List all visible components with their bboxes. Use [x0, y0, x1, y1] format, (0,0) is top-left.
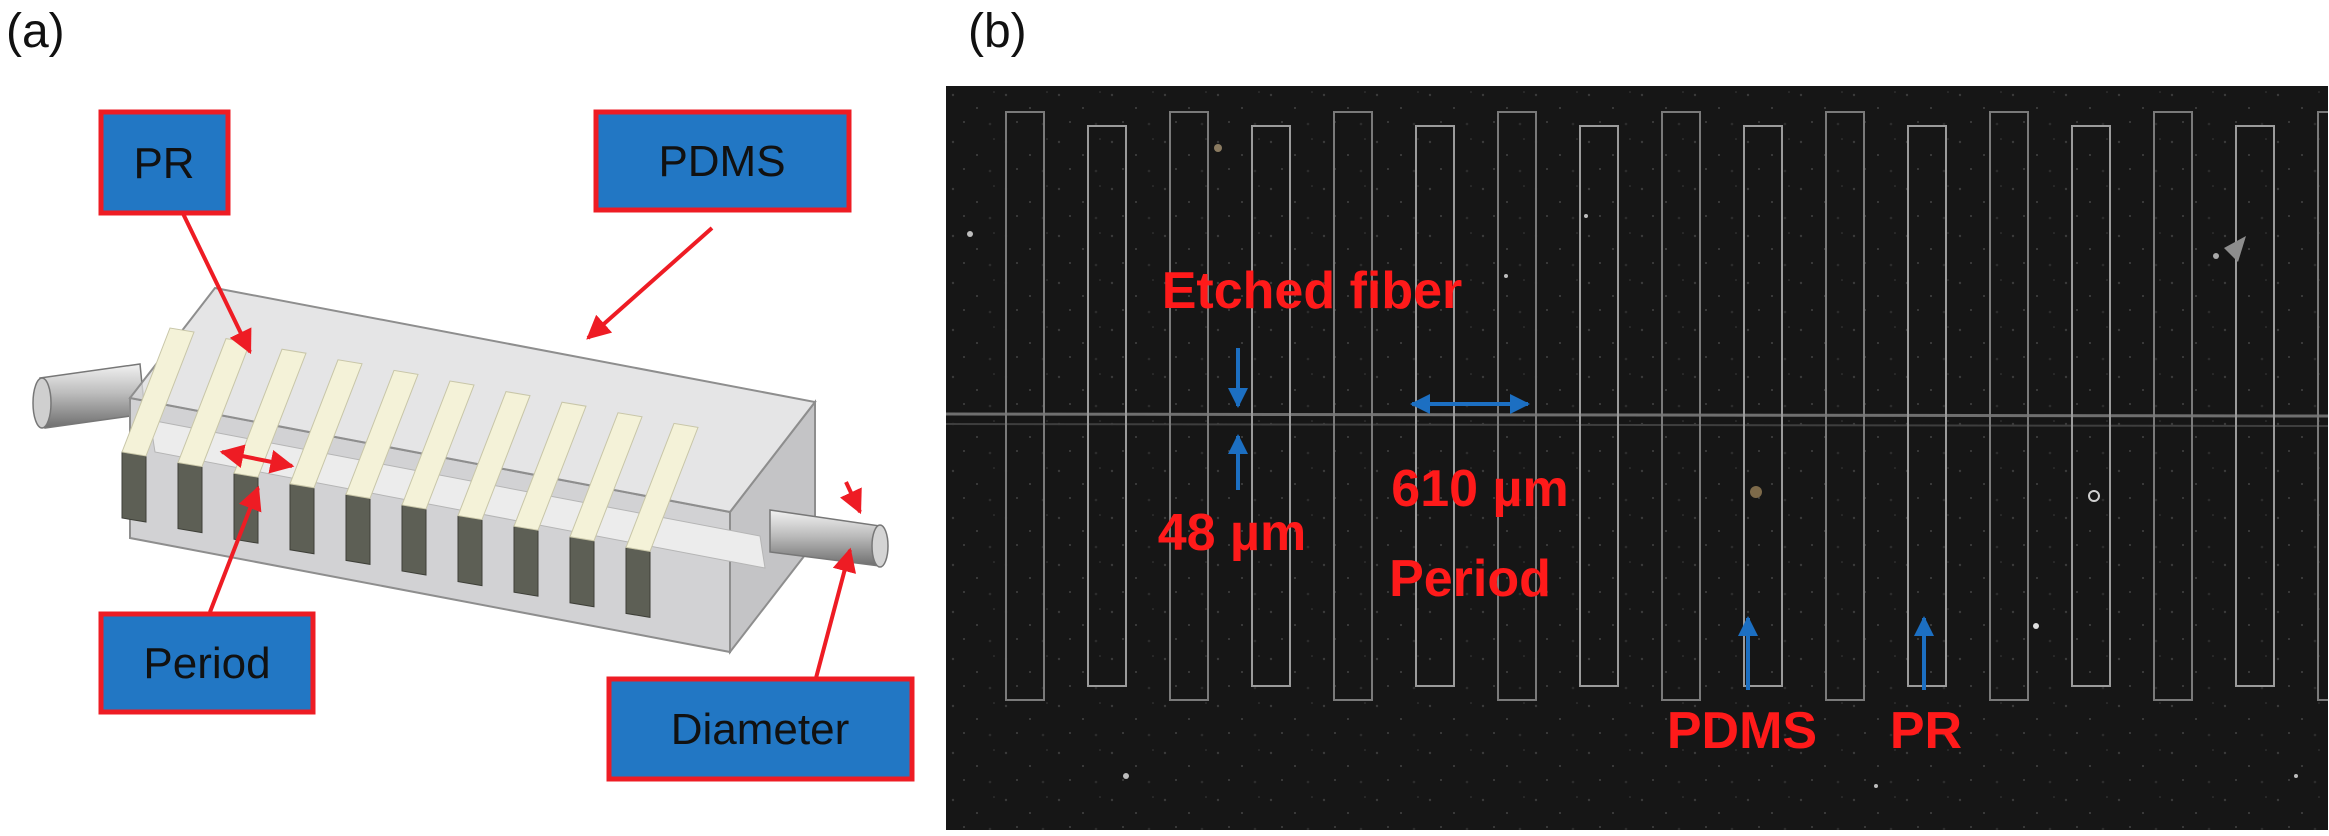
period-pointer-arrow [208, 485, 262, 613]
pr-grating-slab [177, 338, 251, 534]
period-value-label: 610 µm [1391, 460, 1568, 518]
period-label-box: Period [98, 611, 316, 715]
micrograph-grating-outline [2071, 125, 2111, 687]
micrograph-background [946, 86, 2328, 830]
micrograph-grating-outline [1743, 125, 1783, 687]
pr-grating-slab [625, 422, 699, 618]
diameter-label: Diameter [671, 705, 850, 754]
pr-grating-slab [345, 369, 419, 565]
micrograph-grating-outline [2317, 111, 2328, 701]
micrograph-grating-outline [1579, 125, 1619, 687]
micrograph-grating-outline [1661, 111, 1701, 701]
etched-fiber-line-lower [946, 423, 2328, 427]
pr-label-b: PR [1890, 702, 1962, 760]
panel-a-schematic: PR PDMS Period [32, 109, 889, 715]
pdms-label: PDMS [658, 137, 785, 186]
micrograph-grating-outline [2235, 125, 2275, 687]
diameter-tick-arrow [839, 481, 862, 515]
pr-grating-slab [457, 391, 531, 587]
pr-gratings [121, 327, 699, 618]
pr-grating-slab [289, 359, 363, 555]
period-double-arrow [219, 444, 295, 474]
period-label-b: Period [1389, 550, 1551, 608]
micrograph-grating-outline [1825, 111, 1865, 701]
micrograph-grating-outline [1251, 125, 1291, 687]
diameter-value-label: 48 µm [1158, 504, 1306, 562]
pr-label: PR [133, 139, 194, 188]
pr-grating-slab [401, 380, 475, 576]
micrograph-grating-outline [1005, 111, 1045, 701]
period-label: Period [143, 639, 270, 688]
pdms-pointer-arrow [586, 226, 714, 340]
micrograph-grating-outline [2153, 111, 2193, 701]
panel-a-letter: (a) [6, 5, 65, 58]
micrograph-grating-outline [1333, 111, 1373, 701]
pdms-label-b: PDMS [1667, 702, 1817, 760]
pr-grating-slab [513, 401, 587, 597]
etched-fiber-label: Etched fiber [1162, 262, 1463, 320]
panel-b-micrograph: Etched fiber 48 µm 610 µm Period PDMS PR [946, 86, 2328, 830]
pr-grating-slab [569, 412, 643, 608]
pr-grating-slab [121, 327, 195, 523]
fiber-left-end [32, 363, 146, 429]
etched-fiber-line [946, 412, 2328, 418]
panel-b-letter: (b) [968, 5, 1027, 58]
dust-specks [967, 144, 2298, 788]
pr-label-box: PR [98, 109, 231, 216]
diameter-pointer-arrow [814, 547, 857, 679]
micrograph-grating-outline [1907, 125, 1947, 687]
pdms-label-box: PDMS [593, 109, 852, 213]
micrograph-grating-outline [1169, 111, 1209, 701]
panel-a-diameter-box: Diameter [606, 676, 915, 782]
micrograph-grating-outline [1087, 125, 1127, 687]
micrograph-grating-outline [1989, 111, 2029, 701]
